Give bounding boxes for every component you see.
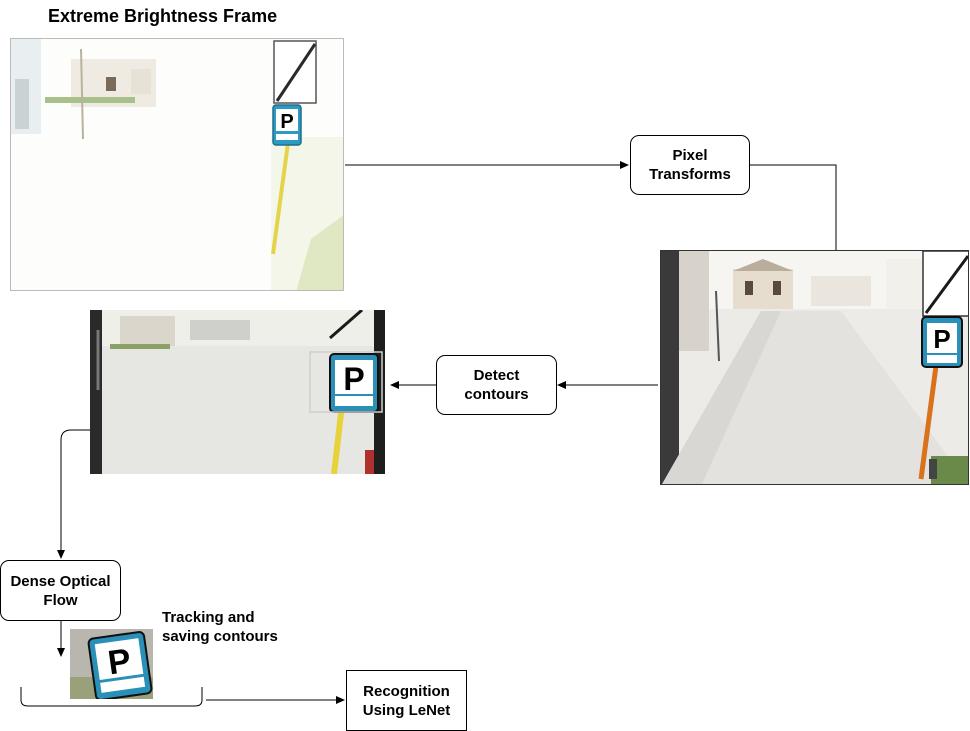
transformed-frame-photo: P bbox=[660, 250, 969, 485]
detected-contours-photo: P bbox=[90, 310, 385, 474]
extreme-brightness-photo: P bbox=[10, 38, 344, 291]
tracked-contour-photo: P bbox=[70, 629, 153, 699]
sign-letter: P bbox=[280, 111, 293, 133]
pixel-transforms-label: Pixel Transforms bbox=[649, 147, 731, 183]
sign-letter: P bbox=[933, 324, 950, 354]
dense-optical-flow-label: Dense Optical Flow bbox=[10, 572, 111, 609]
dense-optical-flow-step: Dense Optical Flow bbox=[0, 560, 121, 621]
sign-letter: P bbox=[343, 361, 364, 397]
detect-contours-label: Detect contours bbox=[464, 367, 529, 403]
tracking-label: Tracking and saving contours bbox=[162, 609, 278, 645]
pixel-transforms-step: Pixel Transforms bbox=[630, 135, 750, 195]
recognition-label: Recognition Using LeNet bbox=[362, 682, 451, 719]
detect-contours-step: Detect contours bbox=[436, 355, 557, 415]
recognition-step: Recognition Using LeNet bbox=[346, 670, 467, 731]
sign-letter: P bbox=[106, 642, 134, 683]
diagram-title: Extreme Brightness Frame bbox=[48, 6, 278, 26]
detection-box bbox=[309, 351, 383, 413]
